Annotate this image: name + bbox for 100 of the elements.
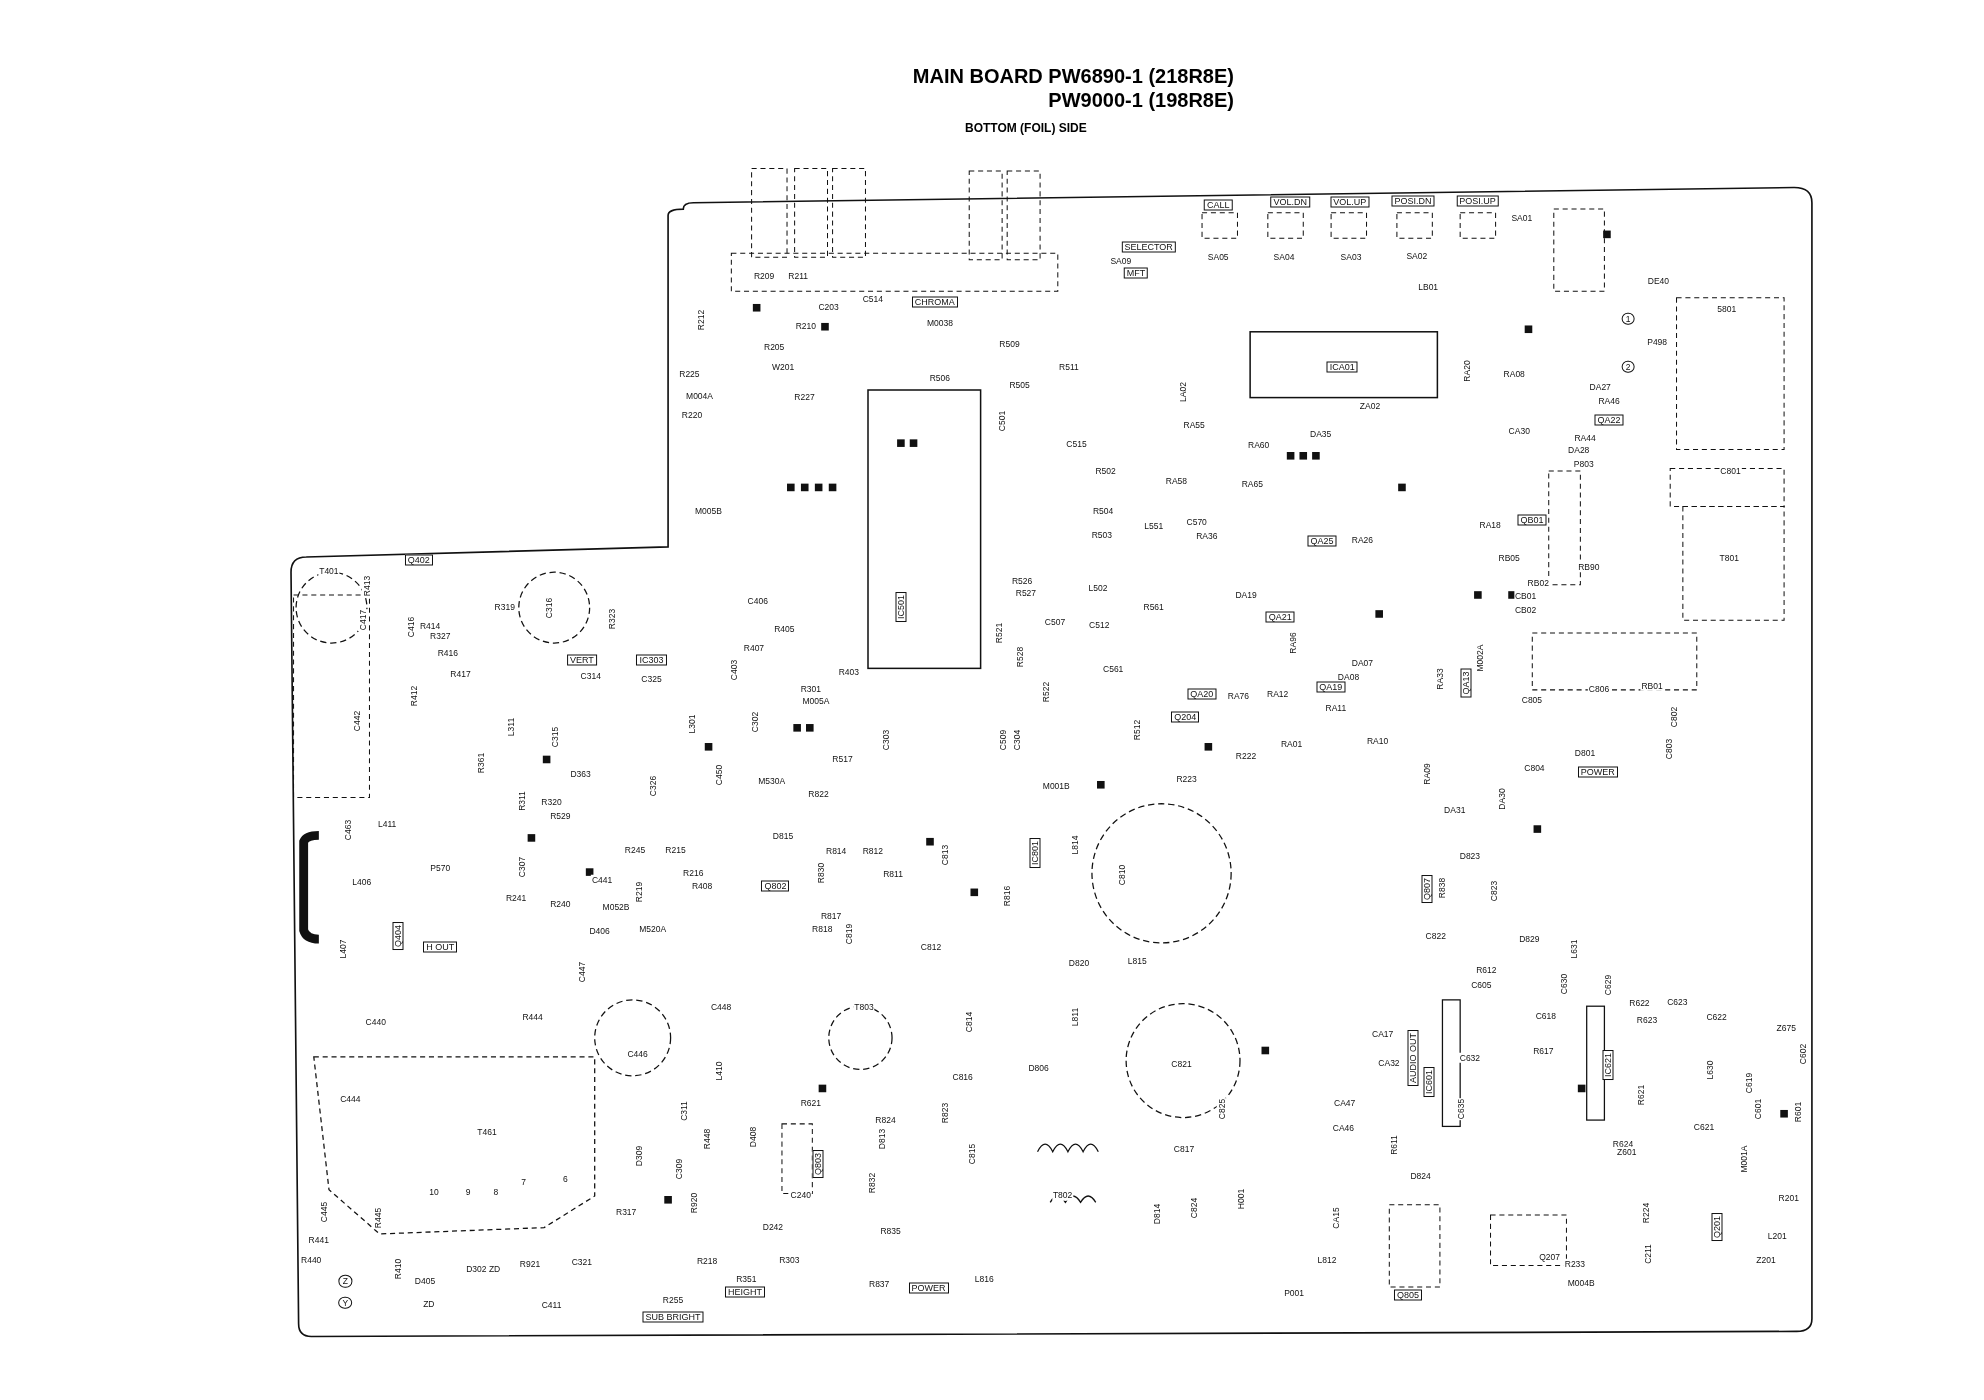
component-label: C514 [861,293,884,304]
component-label: DA35 [1309,428,1333,440]
framed-label: POSI.DN [1391,195,1435,207]
component-label: L301 [686,713,698,735]
framed-label: ICA01 [1326,361,1358,373]
component-label: SA02 [1405,250,1429,261]
component-label: C623 [1666,996,1689,1008]
component-label: R561 [1142,601,1165,613]
component-label: R255 [661,1295,685,1306]
component-label: R837 [868,1278,891,1290]
component-label: C621 [1692,1121,1716,1133]
component-label: R921 [518,1258,542,1269]
component-label: D801 [1573,747,1597,758]
component-label: P498 [1646,336,1669,347]
component-label: R816 [1001,884,1013,907]
component-label: RA10 [1365,736,1390,747]
component-label: R215 [664,844,687,856]
component-label: R818 [811,923,834,934]
circled-number: 1 [1621,312,1635,325]
component-label: RA26 [1350,534,1374,546]
component-label: R814 [825,846,848,857]
component-label: R216 [682,867,705,879]
framed-label: IC601 [1423,1066,1435,1097]
component-label: D363 [569,768,592,780]
component-label: C417 [357,608,369,631]
component-label: C406 [746,595,769,607]
framed-label: QB01 [1517,514,1547,526]
component-label: R522 [1040,680,1052,704]
component-label: C448 [709,1001,733,1013]
component-label: L630 [1705,1059,1716,1081]
component-label: RA55 [1182,419,1206,431]
component-label: C316 [543,597,555,620]
component-label: R504 [1091,505,1115,517]
component-label: DA31 [1443,804,1467,815]
component-label: CA17 [1371,1028,1395,1039]
framed-label: QA20 [1187,689,1217,700]
component-label: RA46 [1597,395,1621,407]
framed-label: MFT [1123,267,1149,279]
component-label: R824 [874,1114,897,1125]
component-label: RA08 [1502,369,1526,380]
component-label: RA12 [1266,689,1290,700]
component-label: M520A [638,923,668,934]
component-label: R830 [815,861,827,884]
circled-number: Y [338,1296,353,1310]
component-label: C321 [570,1257,594,1268]
component-label: M001A [1739,1144,1750,1174]
component-label: C605 [1470,980,1493,991]
component-label: 9 [464,1186,472,1197]
component-label: L812 [1316,1254,1338,1266]
component-label: R405 [773,623,796,634]
component-label: R227 [793,391,816,403]
component-label: R812 [861,846,884,857]
component-label: RA44 [1573,432,1597,443]
component-label: R621 [1635,1084,1646,1107]
component-label: C445 [318,1200,330,1223]
component-label: R320 [540,796,563,808]
component-label: R509 [998,338,1021,350]
component-label: C303 [880,728,891,752]
component-label: ZA02 [1358,400,1382,412]
component-label: R361 [475,751,486,774]
framed-label: IC621 [1602,1050,1614,1081]
component-label: C570 [1185,517,1208,528]
component-label: M0038 [925,317,954,328]
component-label: R210 [794,321,817,332]
component-label: R412 [408,684,419,707]
component-label: LA02 [1177,381,1188,404]
framed-label: Q802 [761,880,790,891]
component-label: L411 [376,818,398,829]
component-label: RA96 [1287,631,1299,655]
component-label: Z675 [1775,1023,1797,1034]
component-label: R219 [633,880,645,903]
component-label: R511 [1058,361,1080,373]
component-label: R222 [1234,751,1258,762]
component-label: C824 [1188,1196,1200,1220]
framed-label: QA21 [1265,611,1295,623]
component-label: R612 [1475,965,1498,976]
component-label: RA11 [1324,703,1348,714]
component-label: C823 [1488,879,1500,902]
component-label: C601 [1753,1098,1764,1121]
component-label: R220 [680,409,704,421]
component-label: R622 [1628,997,1651,1009]
component-label: M004A [685,390,714,402]
component-label: D813 [876,1127,887,1150]
component-label: C618 [1534,1010,1557,1022]
framed-label: Q803 [812,1149,824,1178]
component-label: C515 [1065,438,1088,450]
component-label: SA01 [1510,212,1534,223]
framed-label: Q402 [404,554,433,566]
component-label: D406 [588,925,611,937]
component-label: CA46 [1331,1123,1356,1134]
component-label: T802 [1051,1190,1074,1201]
component-label: R811 [882,868,904,880]
framed-label: POWER [908,1282,949,1294]
component-label: R408 [690,880,714,891]
framed-label: Q805 [1393,1289,1422,1301]
component-label: R517 [831,753,854,765]
component-label: CA15 [1330,1206,1342,1230]
component-label: M005A [801,695,831,707]
component-label: P803 [1572,459,1595,470]
framed-label: CHROMA [911,296,958,308]
